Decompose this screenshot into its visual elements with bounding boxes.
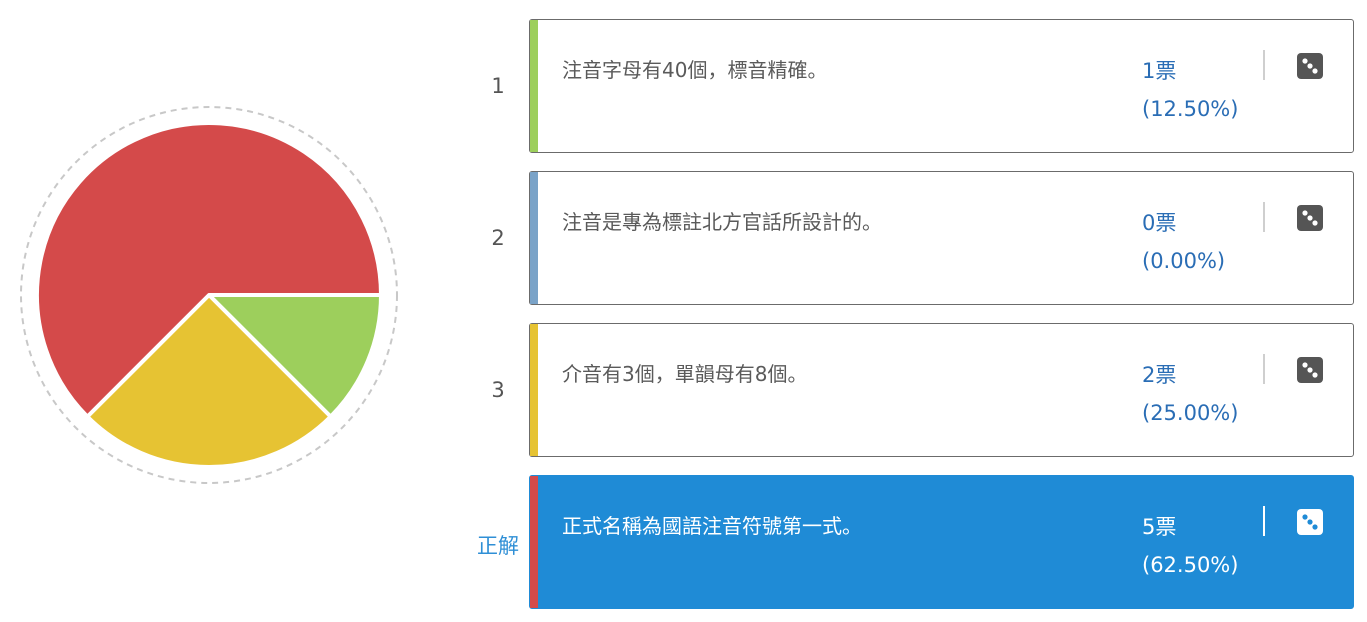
option-number-3: 3 — [491, 378, 505, 402]
pie-slice-3 — [85, 293, 333, 469]
option-card-correct[interactable]: 正式名稱為國語注音符號第一式。 5票 (62.50%) — [529, 475, 1354, 609]
vote-count-3: 2票 (25.00%) — [1142, 356, 1238, 432]
pie-outline-ring — [20, 106, 398, 484]
vote-percent-4: (62.50%) — [1142, 553, 1239, 577]
vote-count-1: 1票 (12.50%) — [1142, 52, 1238, 128]
option-text-1: 注音字母有40個，標音精確。 — [562, 58, 828, 82]
vote-count-value-2: 0票 — [1142, 211, 1177, 235]
vote-count-4: 5票 (62.50%) — [1142, 508, 1238, 584]
option-divider-4 — [1263, 506, 1265, 536]
dice-icon[interactable] — [1296, 52, 1324, 80]
vote-count-value-4: 5票 — [1142, 515, 1177, 539]
option-number-1: 1 — [491, 74, 505, 98]
vote-percent-1: (12.50%) — [1142, 97, 1239, 121]
option-number-2: 2 — [491, 226, 505, 250]
option-divider-3 — [1263, 354, 1265, 384]
option-divider-2 — [1263, 202, 1265, 232]
vote-count-value-1: 1票 — [1142, 59, 1177, 83]
pie-slices — [35, 121, 383, 469]
option-color-bar-1 — [530, 20, 538, 152]
vote-percent-2: (0.00%) — [1142, 249, 1226, 273]
dice-icon[interactable] — [1296, 508, 1324, 536]
vote-percent-3: (25.00%) — [1142, 401, 1239, 425]
pie-slice-正解 — [35, 121, 383, 419]
option-divider-1 — [1263, 50, 1265, 80]
option-text-4: 正式名稱為國語注音符號第一式。 — [562, 514, 862, 538]
pie-svg — [20, 106, 398, 484]
vote-count-value-3: 2票 — [1142, 363, 1177, 387]
option-text-3: 介音有3個，單韻母有8個。 — [562, 362, 808, 386]
pie-slice-1 — [207, 293, 383, 419]
option-card-1[interactable]: 注音字母有40個，標音精確。 1票 (12.50%) — [529, 19, 1354, 153]
vote-pie-chart — [14, 100, 404, 490]
option-card-2[interactable]: 注音是專為標註北方官話所設計的。 0票 (0.00%) — [529, 171, 1354, 305]
correct-answer-label: 正解 — [477, 534, 519, 558]
dice-icon[interactable] — [1296, 204, 1324, 232]
option-card-3[interactable]: 介音有3個，單韻母有8個。 2票 (25.00%) — [529, 323, 1354, 457]
option-text-2: 注音是專為標註北方官話所設計的。 — [562, 210, 882, 234]
dice-icon[interactable] — [1296, 356, 1324, 384]
option-color-bar-3 — [530, 324, 538, 456]
option-color-bar-2 — [530, 172, 538, 304]
option-color-bar-4 — [530, 476, 538, 608]
vote-count-2: 0票 (0.00%) — [1142, 204, 1225, 280]
